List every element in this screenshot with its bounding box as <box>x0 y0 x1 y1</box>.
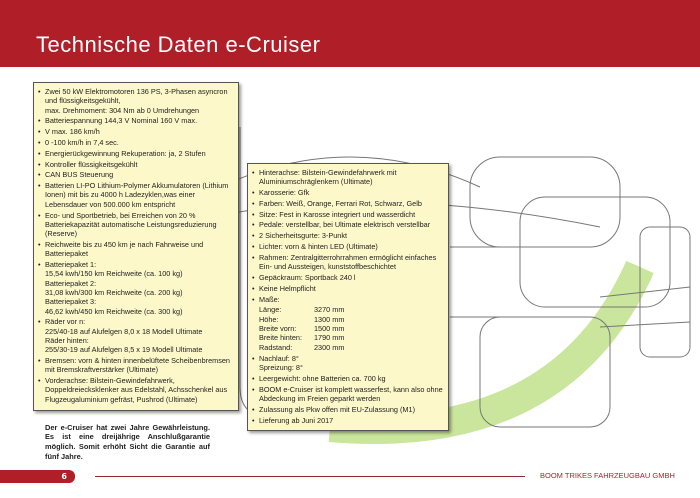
page-title: Technische Daten e-Cruiser <box>36 32 321 57</box>
dimensions-table: Länge: 3270 mm Höhe: 1300 mm Breite vorn: 150… <box>250 305 446 351</box>
spec-item: Nachlauf: 8° Spreizung: 8° <box>250 354 446 373</box>
spec-item: Farben: Weiß, Orange, Ferrari Rot, Schwa… <box>250 199 446 209</box>
spec-item: Vorderachse: Bilstein-Gewindefahrwerk, D… <box>36 376 236 404</box>
spec-item: Kontroller flüssigkeitsgekühlt <box>36 160 236 170</box>
left-spec-box: Zwei 50 kW Elektromotoren 136 PS, 3-Phas… <box>33 82 239 411</box>
spec-item: Lichter: vorn & hinten LED (Ultimate) <box>250 242 446 252</box>
spec-item: Eco- und Sportbetrieb, bei Erreichen von… <box>36 211 236 239</box>
dimension-value: 1300 mm <box>314 314 345 324</box>
spec-item: Zwei 50 kW Elektromotoren 136 PS, 3-Phas… <box>36 87 236 115</box>
dimension-value: 3270 mm <box>314 305 345 315</box>
spec-item: Energierückgewinnung Rekuperation: ja, 2… <box>36 149 236 159</box>
spec-item: Pedale: verstellbar, bei Ultimate elektr… <box>250 220 446 230</box>
spec-item: Gepäckraum: Sportback 240 l <box>250 273 446 283</box>
dimension-label: Länge: <box>259 305 282 315</box>
footer-divider <box>95 476 525 477</box>
spec-item: Räder vor n: 225/40-18 auf Alufelgen 8,0… <box>36 317 236 354</box>
company-name: BOOM TRIKES FAHRZEUGBAU GMBH <box>540 471 675 480</box>
dimension-value: 1500 mm <box>314 323 345 333</box>
spec-item: Reichweite bis zu 450 km je nach Fahrwei… <box>36 240 236 259</box>
spec-item: Karosserie: Gfk <box>250 188 446 198</box>
spec-item: 0 -100 km/h in 7,4 sec. <box>36 138 236 148</box>
spec-item: Zulassung als Pkw offen mit EU-Zulassung… <box>250 405 446 415</box>
dims-label: Maße: <box>259 294 280 304</box>
spec-item: Bremsen: vorn & hinten innenbelüftete Sc… <box>36 356 236 375</box>
dimension-label: Radstand: <box>259 342 293 352</box>
spec-item-dimensions: Maße: <box>250 294 446 305</box>
spec-item: Batteriespannung 144,3 V Nominal 160 V m… <box>36 116 236 126</box>
spec-item: CAN BUS Steuerung <box>36 170 236 180</box>
spec-item: Batterien LI-PO Lithium-Polymer Akkumula… <box>36 181 236 209</box>
right-spec-box: Hinterachse: Bilstein-Gewindefahrwerk mi… <box>247 163 449 432</box>
spec-item: Rahmen: Zentralgitterrohrrahmen ermöglic… <box>250 253 446 272</box>
warranty-note: Der e-Cruiser hat zwei Jahre Gewährleist… <box>45 422 210 461</box>
spec-item: 2 Sicherheitsgurte: 3-Punkt <box>250 231 446 241</box>
spec-item: Sitze: Fest in Karosse integriert und wa… <box>250 210 446 220</box>
dimension-value: 2300 mm <box>314 342 345 352</box>
spec-item: Lieferung ab Juni 2017 <box>250 416 446 426</box>
dimension-value: 1790 mm <box>314 333 345 343</box>
spec-item: BOOM e-Cruiser ist komplett wasserfest, … <box>250 385 446 404</box>
left-column: Zwei 50 kW Elektromotoren 136 PS, 3-Phas… <box>33 82 239 462</box>
spec-item: V max. 186 km/h <box>36 127 236 137</box>
dimension-label: Höhe: <box>259 314 279 324</box>
dimension-label: Breite vorn: <box>259 323 297 333</box>
dimension-label: Breite hinten: <box>259 333 302 343</box>
spec-item: Hinterachse: Bilstein-Gewindefahrwerk mi… <box>250 168 446 187</box>
page-number: 6 <box>0 470 75 483</box>
spec-item: Batteriepaket 1: 15,54 kwh/150 km Reichw… <box>36 260 236 316</box>
spec-item: Leergewicht: ohne Batterien ca. 700 kg <box>250 374 446 384</box>
spec-item: Keine Helmpflicht <box>250 284 446 294</box>
header-band: Technische Daten e-Cruiser <box>0 0 700 67</box>
